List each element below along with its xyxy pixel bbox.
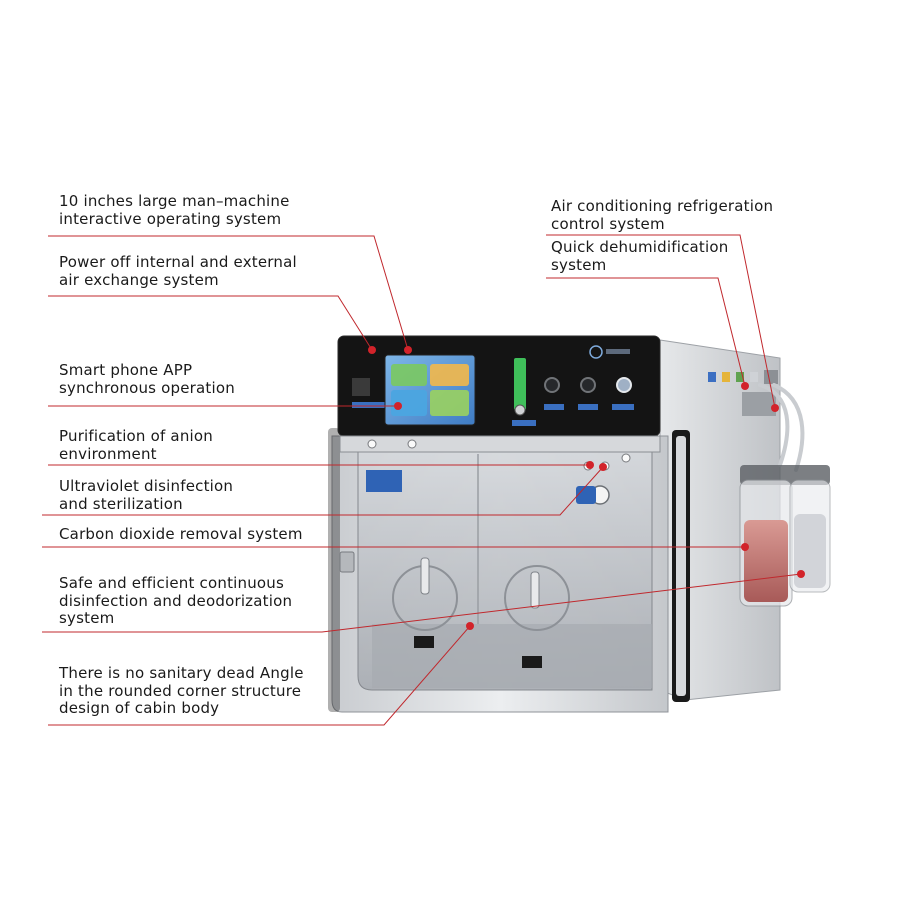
label-touchscreen: 10 inches large man–machine interactive … bbox=[59, 192, 290, 228]
side-connectors bbox=[708, 370, 778, 416]
leader-app-dot bbox=[394, 402, 402, 410]
control-panel-details bbox=[352, 345, 634, 426]
callout-lines bbox=[42, 234, 802, 726]
label-app: Smart phone APP synchronous operation bbox=[59, 361, 235, 397]
frame-strut-left bbox=[328, 428, 340, 712]
leader-air-exchange-dot bbox=[368, 346, 376, 354]
leader-air-exchange bbox=[48, 295, 373, 351]
label-anion: Purification of anion environment bbox=[59, 427, 213, 463]
label-uv: Ultraviolet disinfection and sterilizati… bbox=[59, 477, 234, 513]
label-refrigeration: Air conditioning refrigeration control s… bbox=[551, 197, 774, 233]
qr-code-icon bbox=[352, 378, 370, 396]
leader-dead-angle bbox=[48, 625, 471, 726]
leader-dehumidification bbox=[546, 277, 746, 387]
dehumidifier-jars bbox=[739, 465, 831, 607]
top-rail bbox=[339, 435, 661, 453]
foot-left bbox=[414, 636, 434, 648]
label-dehumidification: Quick dehumidification system bbox=[551, 238, 729, 274]
leader-anion-dot bbox=[586, 461, 594, 469]
handle-right bbox=[530, 571, 540, 609]
leader-disinfection-dot bbox=[797, 570, 805, 578]
callout-dots bbox=[368, 346, 805, 630]
door-latch bbox=[339, 551, 355, 573]
frame-strut-right-inner bbox=[676, 436, 686, 696]
front-info-sticker bbox=[366, 470, 402, 492]
flowmeter-knob bbox=[514, 404, 526, 416]
cabinet-body bbox=[328, 335, 781, 713]
interior-floor bbox=[372, 624, 652, 688]
glove-port-right bbox=[504, 565, 570, 631]
label-co2: Carbon dioxide removal system bbox=[59, 525, 303, 543]
leader-uv-dot bbox=[599, 463, 607, 471]
leader-refrigeration-dot bbox=[771, 404, 779, 412]
leader-dead-angle-dot bbox=[466, 622, 474, 630]
round-button-icon bbox=[544, 377, 560, 393]
leader-disinfection bbox=[42, 573, 802, 633]
leader-uv bbox=[42, 466, 604, 516]
leader-touchscreen bbox=[48, 235, 409, 351]
label-air-exchange: Power off internal and external air exch… bbox=[59, 253, 297, 289]
leader-refrigeration bbox=[546, 234, 776, 409]
leader-co2-dot bbox=[741, 543, 749, 551]
panel-sticker bbox=[352, 402, 394, 408]
uv-lamp-badge bbox=[576, 486, 596, 504]
foot-right bbox=[522, 656, 542, 668]
leader-touchscreen-dot bbox=[404, 346, 412, 354]
tubing bbox=[758, 383, 805, 472]
flowmeter bbox=[514, 358, 526, 410]
circular-logo-icon bbox=[589, 345, 603, 359]
handle-left bbox=[420, 557, 430, 595]
leader-dehumidification-dot bbox=[741, 382, 749, 390]
round-button-icon bbox=[580, 377, 596, 393]
label-dead-angle: There is no sanitary dead Angle in the r… bbox=[59, 664, 304, 717]
vent-grille bbox=[742, 392, 776, 416]
round-button-icon bbox=[616, 377, 632, 393]
label-disinfection: Safe and efficient continuous disinfecti… bbox=[59, 574, 293, 627]
